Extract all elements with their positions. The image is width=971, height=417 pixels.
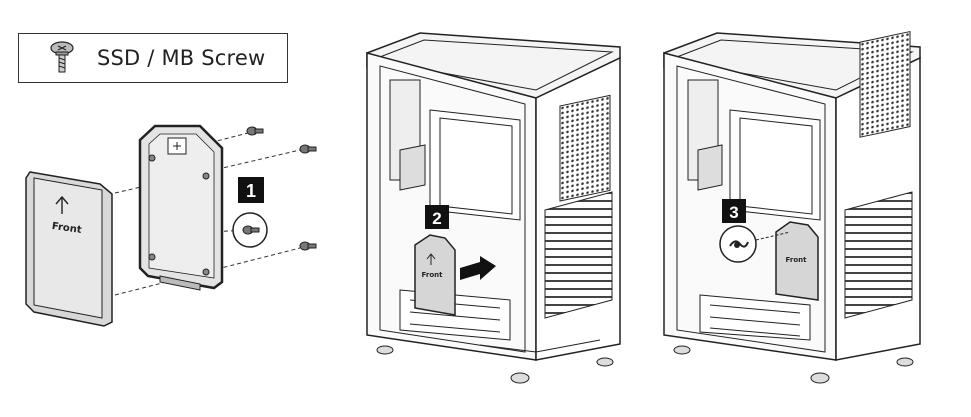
ssd-bracket: [138, 124, 224, 291]
insert-arrow-icon: [460, 256, 496, 280]
step-number-2: 2: [432, 209, 441, 228]
step-2-illustration: Front 2: [366, 32, 621, 384]
screw-icon: [50, 41, 74, 73]
legend-label: SSD / MB Screw: [97, 46, 266, 70]
step-number-1: 1: [246, 181, 256, 201]
step-3-illustration: Front 3: [663, 30, 921, 384]
ssd-drive: Front: [25, 171, 113, 327]
ssd-front-label: Front: [786, 256, 808, 264]
step-number-3: 3: [729, 203, 738, 222]
step-badge-1: [238, 177, 264, 203]
screw-icon: [242, 225, 260, 235]
ssd-front-label: Front: [422, 271, 444, 279]
screw-icon: [729, 240, 749, 248]
step-1-illustration: Front 1: [25, 124, 317, 327]
legend-box: SSD / MB Screw: [18, 33, 288, 83]
step-badge-3: [722, 199, 746, 223]
arrow-up-icon: [55, 195, 69, 214]
step-badge-2: [425, 205, 449, 229]
screw-icon: [246, 126, 317, 251]
ssd-front-label: Front: [51, 221, 82, 236]
